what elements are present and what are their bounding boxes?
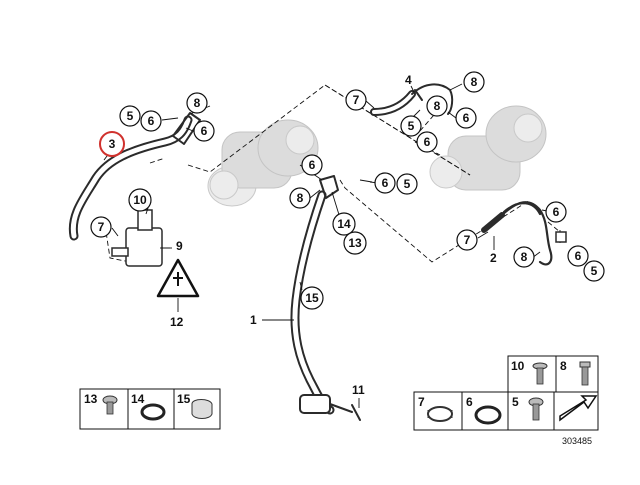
label-9[interactable]: 9 — [176, 239, 183, 253]
callout-8[interactable]: 8 — [289, 187, 311, 209]
label-11[interactable]: 11 — [352, 383, 365, 397]
callout-8[interactable]: 8 — [186, 92, 208, 114]
clamp-icon — [191, 399, 213, 419]
legend-right-top: 10 8 — [507, 355, 599, 395]
callout-3-highlighted[interactable]: 3 — [99, 131, 125, 157]
turbocharger-left-ghost — [207, 119, 319, 207]
callout-6[interactable]: 6 — [374, 172, 396, 194]
label-1[interactable]: 1 — [250, 313, 257, 327]
svg-text:6: 6 — [309, 158, 316, 172]
svg-text:5: 5 — [408, 119, 415, 133]
svg-text:8: 8 — [297, 191, 304, 205]
callout-5[interactable]: 5 — [400, 115, 422, 137]
label-2[interactable]: 2 — [490, 251, 497, 265]
hose-part-1 — [290, 175, 361, 421]
legend-left: 13 14 15 — [79, 388, 221, 430]
warning-triangle-part-12 — [156, 258, 200, 312]
pipe-part-4 — [370, 83, 454, 116]
legend-5[interactable]: 5 — [512, 395, 519, 409]
callout-6[interactable]: 6 — [455, 107, 477, 129]
callout-6[interactable]: 6 — [567, 245, 589, 267]
callout-13[interactable]: 13 — [343, 231, 367, 255]
screw-icon — [102, 395, 118, 415]
svg-text:6: 6 — [148, 114, 155, 128]
legend-14[interactable]: 14 — [131, 392, 145, 406]
svg-text:7: 7 — [464, 233, 471, 247]
svg-text:6: 6 — [382, 176, 389, 190]
svg-text:3: 3 — [109, 137, 116, 151]
label-4[interactable]: 4 — [405, 73, 412, 87]
pipe-part-2 — [481, 201, 567, 266]
arrow-symbol-icon — [559, 395, 598, 422]
callout-7[interactable]: 7 — [90, 216, 112, 238]
hex-bolt-icon — [579, 361, 591, 386]
svg-text:6: 6 — [463, 111, 470, 125]
callout-6[interactable]: 6 — [140, 110, 162, 132]
callout-15[interactable]: 15 — [300, 286, 324, 310]
hollow-bolt-icon — [528, 397, 544, 421]
svg-text:6: 6 — [201, 124, 208, 138]
callout-6[interactable]: 6 — [301, 154, 323, 176]
callout-6[interactable]: 6 — [193, 120, 215, 142]
svg-text:7: 7 — [98, 220, 105, 234]
svg-text:5: 5 — [404, 177, 411, 191]
sealing-ring-icon — [140, 403, 166, 421]
callout-5[interactable]: 5 — [119, 105, 141, 127]
hose-clamp-icon — [427, 406, 453, 422]
bolt-icon — [532, 362, 548, 385]
callout-7[interactable]: 7 — [345, 89, 367, 111]
svg-text:8: 8 — [521, 250, 528, 264]
legend-right-bottom: 7 6 5 — [413, 391, 599, 431]
svg-text:14: 14 — [337, 217, 351, 231]
svg-text:6: 6 — [553, 205, 560, 219]
callout-10[interactable]: 10 — [128, 188, 152, 212]
svg-text:7: 7 — [353, 93, 360, 107]
callout-6[interactable]: 6 — [545, 201, 567, 223]
hose-part-3 — [68, 112, 201, 241]
svg-text:13: 13 — [348, 236, 362, 250]
diagram-code: 303485 — [562, 436, 592, 446]
callout-8[interactable]: 8 — [513, 246, 535, 268]
svg-text:6: 6 — [424, 135, 431, 149]
legend-13[interactable]: 13 — [84, 392, 98, 406]
svg-text:15: 15 — [305, 291, 319, 305]
label-12[interactable]: 12 — [170, 315, 184, 329]
svg-text:8: 8 — [194, 96, 201, 110]
svg-text:6: 6 — [575, 249, 582, 263]
svg-text:10: 10 — [133, 193, 147, 207]
legend-8[interactable]: 8 — [560, 359, 567, 373]
callout-6[interactable]: 6 — [416, 131, 438, 153]
svg-text:5: 5 — [127, 109, 134, 123]
callout-14[interactable]: 14 — [332, 212, 356, 236]
turbocharger-right-ghost — [429, 105, 547, 191]
legend-6[interactable]: 6 — [466, 395, 473, 409]
svg-text:5: 5 — [591, 264, 598, 278]
callout-5[interactable]: 5 — [396, 173, 418, 195]
callout-8[interactable]: 8 — [463, 71, 485, 93]
svg-text:8: 8 — [471, 75, 478, 89]
callout-5[interactable]: 5 — [583, 260, 605, 282]
callout-7[interactable]: 7 — [456, 229, 478, 251]
gasket-ring-icon — [474, 405, 502, 425]
legend-15[interactable]: 15 — [177, 392, 191, 406]
valve-part-9 — [111, 209, 172, 267]
svg-text:8: 8 — [434, 99, 441, 113]
callout-8[interactable]: 8 — [426, 95, 448, 117]
leader-lines — [103, 83, 553, 408]
legend-10[interactable]: 10 — [511, 359, 525, 373]
legend-7[interactable]: 7 — [418, 395, 425, 409]
